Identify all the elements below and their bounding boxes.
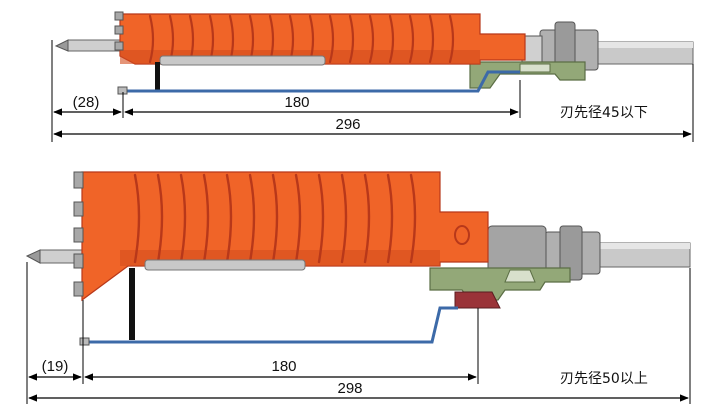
drill-1-dim-pilot-label: (28) — [73, 94, 100, 111]
drill-1-teeth — [114, 11, 124, 51]
drill-2-dim-pilot-label: (19) — [42, 358, 69, 375]
drill-small: (28) 180 296 刃先径45以下 — [51, 11, 694, 142]
drill-2-teeth — [73, 171, 84, 297]
drill-1-dim-effective-label: 180 — [284, 94, 309, 111]
drill-2-core-body — [81, 171, 489, 302]
drill-2-dim-total-label: 298 — [337, 380, 362, 397]
drill-2-flutes — [133, 173, 417, 264]
drill-2-dim-effective-label: 180 — [271, 358, 296, 375]
drill-1-holder — [469, 61, 586, 89]
drill-1-guide-post — [155, 62, 160, 90]
drill-1-caption: 刃先径45以下 — [560, 105, 648, 121]
drill-2-caption: 刃先径50以上 — [560, 371, 648, 387]
drill-2-guide-block — [454, 291, 501, 309]
drill-large: (19) 180 298 刃先径50以上 — [25, 171, 691, 404]
drill-2-guide-post — [129, 268, 135, 340]
drill-1-dim-total-label: 296 — [335, 116, 360, 133]
drill-2-water-hose — [86, 306, 458, 344]
drill-1-water-hose — [125, 70, 520, 93]
drill-2-holder — [429, 267, 571, 301]
